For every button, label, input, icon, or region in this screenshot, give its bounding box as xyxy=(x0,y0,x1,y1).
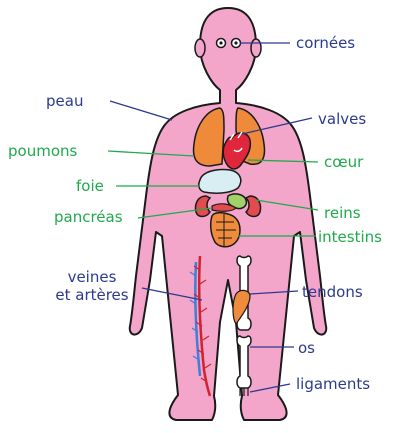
label-tendons: tendons xyxy=(302,283,363,301)
label-poumons: poumons xyxy=(8,142,77,160)
label-os: os xyxy=(298,339,315,357)
right-kidney xyxy=(246,196,261,217)
label-veines-line1: veines xyxy=(40,268,144,286)
label-coeur: cœur xyxy=(324,153,363,171)
label-foie: foie xyxy=(76,177,104,195)
label-cornees: cornées xyxy=(296,34,355,52)
label-ligaments: ligaments xyxy=(296,375,370,393)
label-reins: reins xyxy=(324,204,361,222)
label-veines-line2: et artères xyxy=(40,286,144,304)
leader-peau xyxy=(110,101,172,120)
label-peau: peau xyxy=(46,92,83,110)
liver xyxy=(199,169,241,193)
left-ear xyxy=(195,39,205,57)
label-intestins: intestins xyxy=(318,228,382,246)
left-kidney xyxy=(195,196,210,217)
right-ear xyxy=(251,39,261,57)
label-pancreas: pancréas xyxy=(54,208,123,226)
label-valves: valves xyxy=(318,110,366,128)
